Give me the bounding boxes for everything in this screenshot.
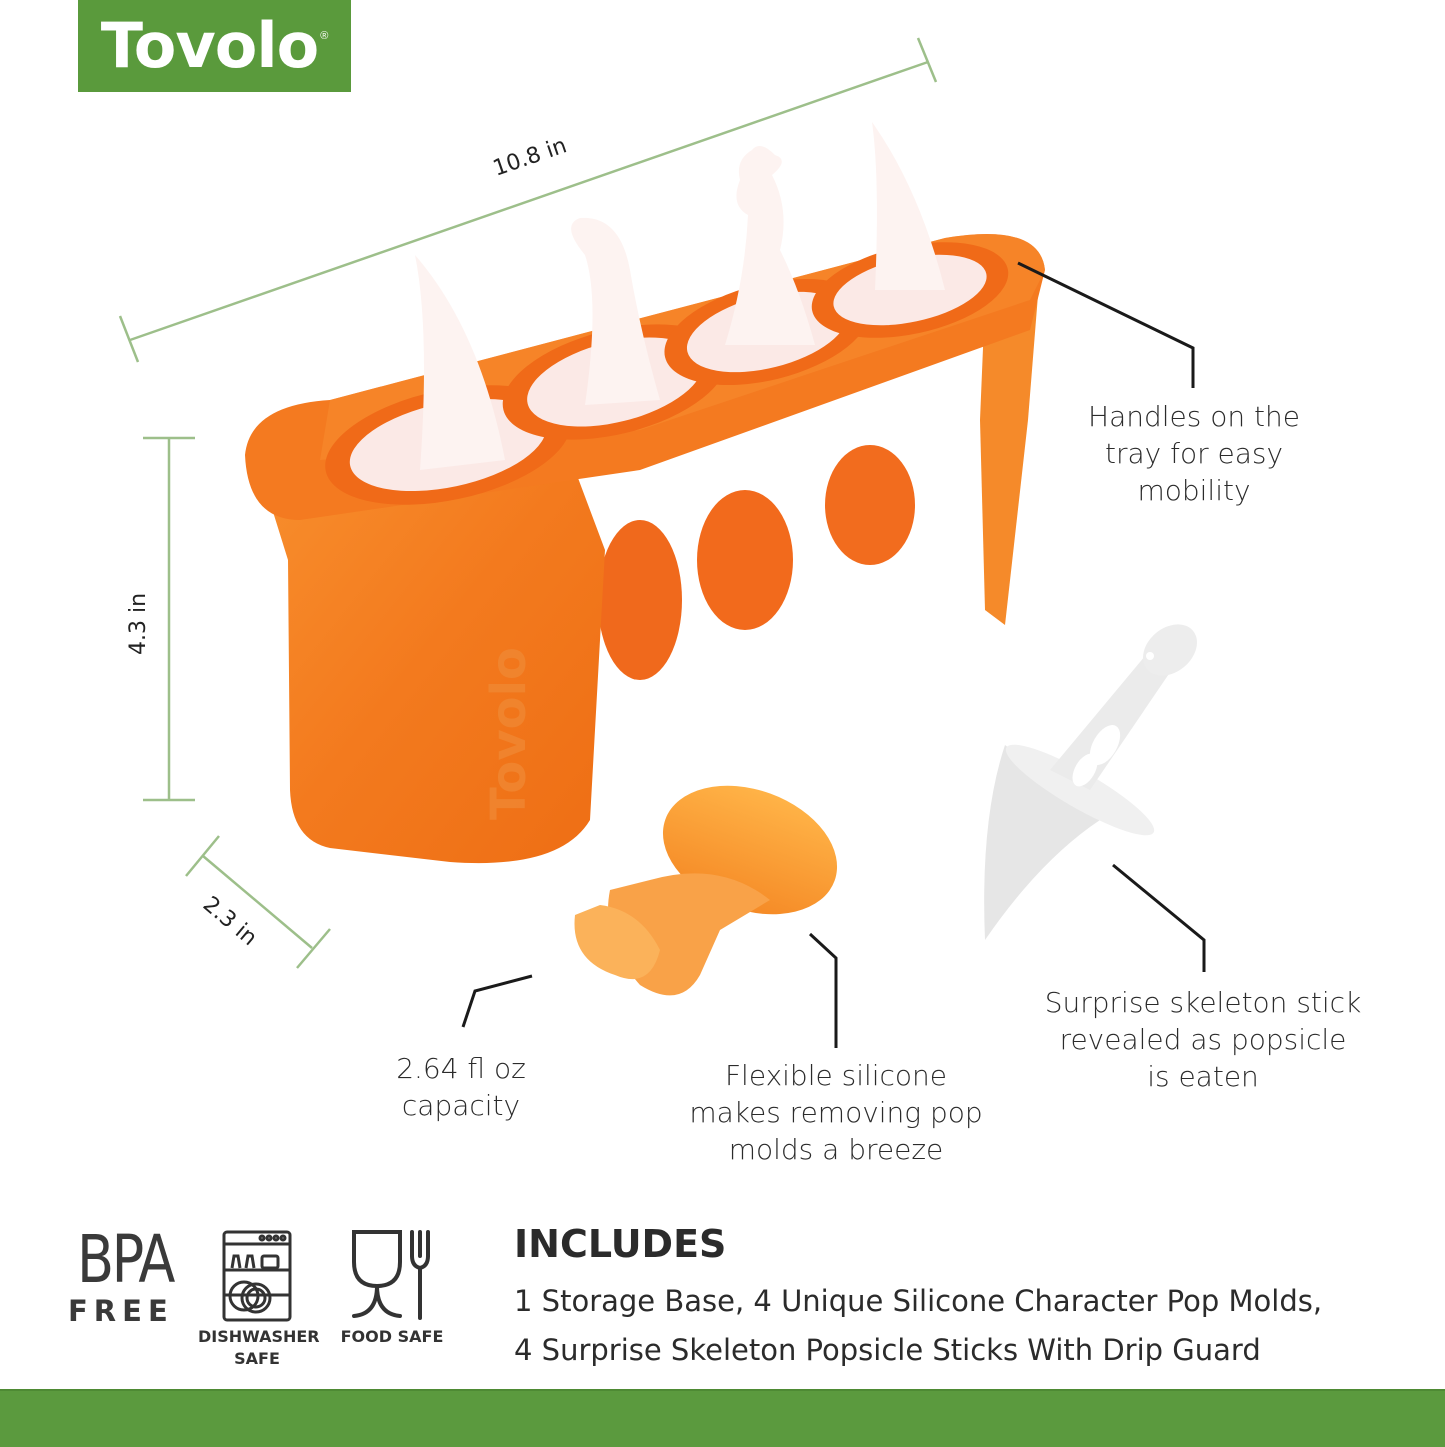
- callout-line: Flexible silicone: [724, 1059, 948, 1092]
- callout-skeleton-stick: Surprise skeleton stick revealed as pops…: [1040, 984, 1366, 1095]
- callout-line: is eaten: [1147, 1060, 1259, 1093]
- length-dimension-line: [118, 37, 938, 363]
- includes-heading: INCLUDES: [514, 1222, 727, 1266]
- callout-line: 2.64 fl oz: [396, 1052, 526, 1085]
- bpa-free-badge: BPA FREE: [68, 1221, 175, 1329]
- callout-flexible-silicone: Flexible silicone makes removing pop mol…: [676, 1057, 996, 1168]
- dishwasher-icon: [222, 1230, 292, 1322]
- free-text: FREE: [68, 1294, 174, 1328]
- callout-line: capacity: [401, 1089, 521, 1122]
- dishwasher-caption: DISHWASHER SAFE: [198, 1326, 320, 1370]
- callout-line: revealed as popsicle: [1059, 1023, 1347, 1056]
- callout-line: molds a breeze: [728, 1133, 944, 1166]
- callout-line: makes removing pop: [689, 1096, 983, 1129]
- footer-green-bar: [0, 1389, 1445, 1447]
- food-safe-caption: FOOD SAFE: [340, 1326, 444, 1348]
- height-dimension-line: [143, 436, 195, 802]
- registered-mark: ®: [320, 30, 329, 42]
- callout-handles: Handles on the tray for easy mobility: [1070, 398, 1318, 509]
- skeleton-stick: [984, 624, 1197, 940]
- callout-line: Surprise skeleton stick: [1044, 986, 1362, 1019]
- bpa-text: BPA: [77, 1221, 175, 1298]
- loose-silicone-mold: [574, 785, 838, 996]
- callout-line: tray for easy: [1104, 437, 1284, 470]
- includes-line-2: 4 Surprise Skeleton Popsicle Sticks With…: [514, 1333, 1261, 1367]
- caption-line: FOOD SAFE: [340, 1327, 444, 1346]
- caption-line: DISHWASHER: [198, 1327, 320, 1346]
- tray-emboss: Tovolo: [481, 647, 537, 820]
- tray-left-body: [260, 430, 605, 864]
- includes-line-1: 1 Storage Base, 4 Unique Silicone Charac…: [514, 1284, 1323, 1318]
- popsicle-sticks: [415, 122, 945, 470]
- height-label: 4.3 in: [126, 592, 151, 655]
- mold-lobes: [598, 445, 915, 680]
- tray-right-leg: [980, 270, 1040, 625]
- callout-line: Handles on the: [1088, 400, 1300, 433]
- depth-dimension-line: [185, 835, 331, 969]
- tovolo-logo: Tovolo ®: [78, 0, 351, 92]
- logo-text: Tovolo: [100, 9, 320, 82]
- callout-capacity: 2.64 fl oz capacity: [381, 1050, 541, 1124]
- glass-fork-icon: [352, 1230, 430, 1320]
- caption-line: SAFE: [234, 1349, 280, 1368]
- callout-leader-lines: [461, 261, 1206, 1048]
- callout-line: mobility: [1137, 474, 1251, 507]
